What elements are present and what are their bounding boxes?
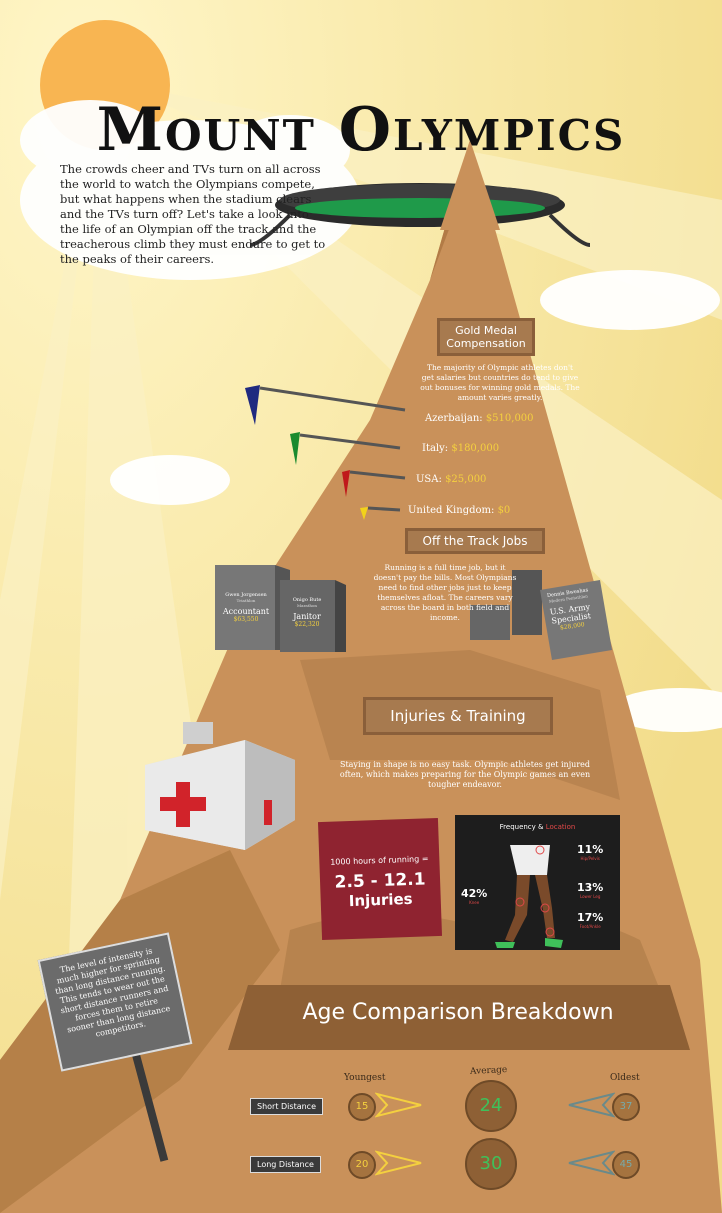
job-card-janitor: Onigo Bute Marathon Janitor $22,320: [292, 597, 322, 628]
row-long-label: Long Distance: [250, 1156, 321, 1173]
buildings: [215, 565, 612, 660]
stat-foot: 17% Foot/Ankle: [577, 911, 604, 929]
job-card-accountant: Gwen Jorgensen Triathlon Accountant $63,…: [222, 592, 270, 623]
gold-item-usa: USA: $25,000: [416, 474, 487, 485]
long-average: 30: [465, 1138, 517, 1190]
stat-knee: 42% Knee: [461, 887, 488, 905]
job-card-army: Dennis Bweshas Modern Pentathlon U.S. Ar…: [546, 587, 592, 632]
col-average: Average: [469, 1065, 508, 1077]
injury-frequency-panel: Frequency & Location 11% Hip/Pelvis 42% …: [455, 815, 620, 950]
stadium: [249, 140, 591, 247]
injuries-desc: Staying in shape is no easy task. Olympi…: [339, 760, 591, 789]
short-old-arrow: [568, 1092, 615, 1118]
leg-figure: [495, 845, 563, 948]
short-youngest: 15: [348, 1093, 376, 1121]
col-youngest: Youngest: [344, 1073, 386, 1083]
short-young-arrow: [375, 1092, 422, 1118]
injuries-heading: Injuries & Training: [363, 697, 553, 735]
stat-lower-leg: 13% Lower Leg: [577, 881, 604, 899]
short-oldest: 37: [612, 1093, 640, 1121]
long-youngest: 20: [348, 1151, 376, 1179]
gold-item-italy: Italy: $180,000: [422, 443, 500, 454]
row-short-label: Short Distance: [250, 1098, 323, 1115]
injury-rate-card: 1000 hours of running = 2.5 - 12.1 Injur…: [317, 817, 443, 941]
long-oldest: 45: [612, 1151, 640, 1179]
long-young-arrow: [375, 1150, 422, 1176]
gold-item-uk: United Kingdom: $0: [408, 505, 511, 516]
first-aid-box: [145, 722, 295, 850]
stat-hip: 11% Hip/Pelvis: [577, 843, 604, 861]
jobs-desc: Running is a full time job, but it doesn…: [373, 563, 517, 622]
long-old-arrow: [568, 1150, 615, 1176]
age-heading: Age Comparison Breakdown: [302, 1000, 614, 1025]
gold-item-azerbaijan: Azerbaijan: $510,000: [425, 413, 534, 424]
page-title: Mount Olympics: [96, 95, 626, 166]
col-oldest: Oldest: [610, 1073, 640, 1083]
gold-heading: Gold Medal Compensation: [437, 318, 535, 356]
intro-text: The crowds cheer and TVs turn on all acr…: [60, 161, 326, 266]
short-average: 24: [465, 1080, 517, 1132]
gold-desc: The majority of Olympic athletes don't g…: [420, 363, 580, 402]
jobs-heading: Off the Track Jobs: [405, 528, 545, 554]
